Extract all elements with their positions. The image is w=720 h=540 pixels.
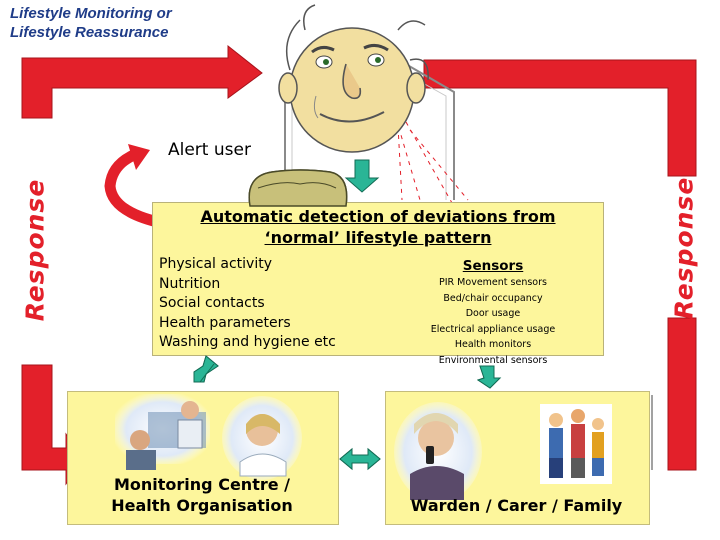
armchair-illustration — [248, 169, 348, 207]
sensor-item: PIR Movement sensors — [439, 277, 547, 288]
detection-title-line-2: ‘normal’ lifestyle pattern — [264, 228, 492, 247]
health-worker-photo — [222, 396, 302, 480]
alert-user-label: Alert user — [168, 140, 251, 160]
title-line-1: Lifestyle Monitoring or — [10, 5, 172, 22]
monitoring-centre-photo — [115, 394, 210, 470]
monitoring-label-line-2: Health Organisation — [111, 496, 293, 515]
alert-curved-arrow — [104, 144, 164, 229]
right-lower-bar — [667, 317, 697, 471]
sensor-item: Electrical appliance usage — [430, 323, 556, 335]
factor-item: Washing and hygiene etc — [159, 334, 336, 350]
teal-arrow-down — [344, 159, 380, 193]
carer-label: Warden / Carer / Family — [410, 496, 623, 515]
sensors-list: Sensors PIR Movement sensors Bed/chair o… — [408, 257, 578, 366]
top-response-arrow — [21, 44, 263, 119]
factor-item: Health parameters — [159, 314, 291, 331]
sensor-item: Door usage — [465, 308, 521, 319]
factor-item: Physical activity — [159, 256, 273, 272]
title-line-2: Lifestyle Reassurance — [10, 24, 169, 41]
factor-item: Social contacts — [159, 295, 265, 311]
diagram-title: Lifestyle Monitoring or Lifestyle Reassu… — [10, 4, 270, 42]
family-illustration — [540, 404, 612, 484]
teal-double-arrow — [339, 447, 381, 471]
elderly-person-illustration — [278, 4, 429, 153]
monitoring-label-line-1: Monitoring Centre / — [113, 475, 290, 494]
sensor-lines — [395, 117, 469, 211]
teal-arrow-right-down — [476, 365, 502, 389]
sensors-heading: Sensors — [462, 258, 524, 274]
detection-panel: Automatic detection of deviations from ‘… — [152, 202, 604, 366]
detection-title: Automatic detection of deviations from ‘… — [153, 206, 603, 248]
sensor-item: Environmental sensors — [438, 354, 548, 366]
detection-title-line-1: Automatic detection of deviations from — [200, 207, 556, 226]
teal-arrow-left-down — [193, 355, 219, 383]
monitoring-centre-label: Monitoring Centre / Health Organisation — [67, 474, 337, 516]
carer-photo — [394, 402, 482, 502]
sensor-item: Bed/chair occupancy — [443, 292, 543, 304]
factor-item: Nutrition — [159, 275, 221, 292]
lifestyle-factor-list: Physical activity Nutrition Social conta… — [159, 255, 409, 353]
sensor-item: Health monitors — [454, 339, 532, 350]
